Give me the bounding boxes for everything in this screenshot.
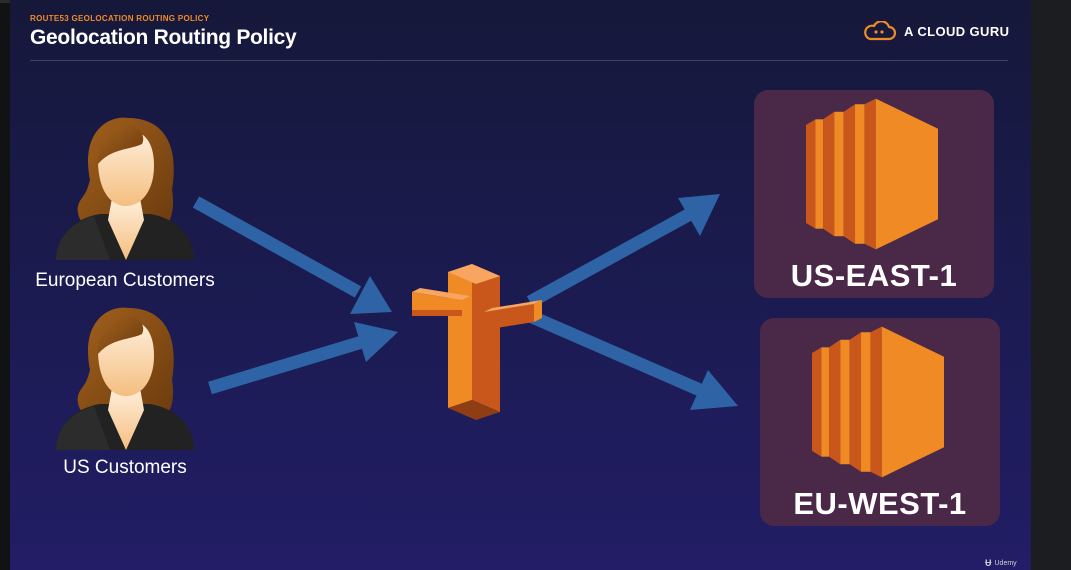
us-east-1-region-box: US-EAST-1 (754, 90, 994, 298)
slide-subtitle: ROUTE53 GEOLOCATION ROUTING POLICY (30, 14, 210, 23)
udemy-watermark: Ʉ Udemy (985, 558, 1017, 568)
route53-icon (412, 264, 542, 420)
eu-west-1-label: EU-WEST-1 (793, 486, 967, 521)
ec2-icon (806, 98, 938, 250)
arrow-route53-to-us-east (526, 194, 720, 308)
arrow-route53-to-eu-west (527, 310, 738, 410)
ec2-icon (812, 326, 944, 478)
cloud-logo-icon (864, 21, 896, 41)
european-customers-label: European Customers (35, 270, 215, 291)
brand-logo: A CLOUD GURU (862, 20, 1009, 42)
routing-diagram (56, 117, 738, 450)
us-customer-icon (56, 307, 194, 450)
us-east-1-label: US-EAST-1 (790, 258, 958, 293)
brand-name: A CLOUD GURU (904, 23, 1010, 39)
eu-west-1-region-box: EU-WEST-1 (760, 318, 1000, 526)
udemy-watermark-text: Udemy (994, 559, 1017, 567)
player-side-panel (1031, 0, 1071, 570)
slide-title: Geolocation Routing Policy (30, 26, 297, 49)
arrow-european-to-route53 (192, 196, 392, 314)
european-customer-icon (56, 117, 194, 260)
header-divider (30, 60, 1008, 61)
arrow-us-to-route53 (208, 322, 398, 395)
udemy-logo-icon: Ʉ (985, 558, 992, 568)
slide: ROUTE53 GEOLOCATION ROUTING POLICY Geolo… (10, 0, 1031, 570)
us-customers-label: US Customers (63, 457, 187, 478)
